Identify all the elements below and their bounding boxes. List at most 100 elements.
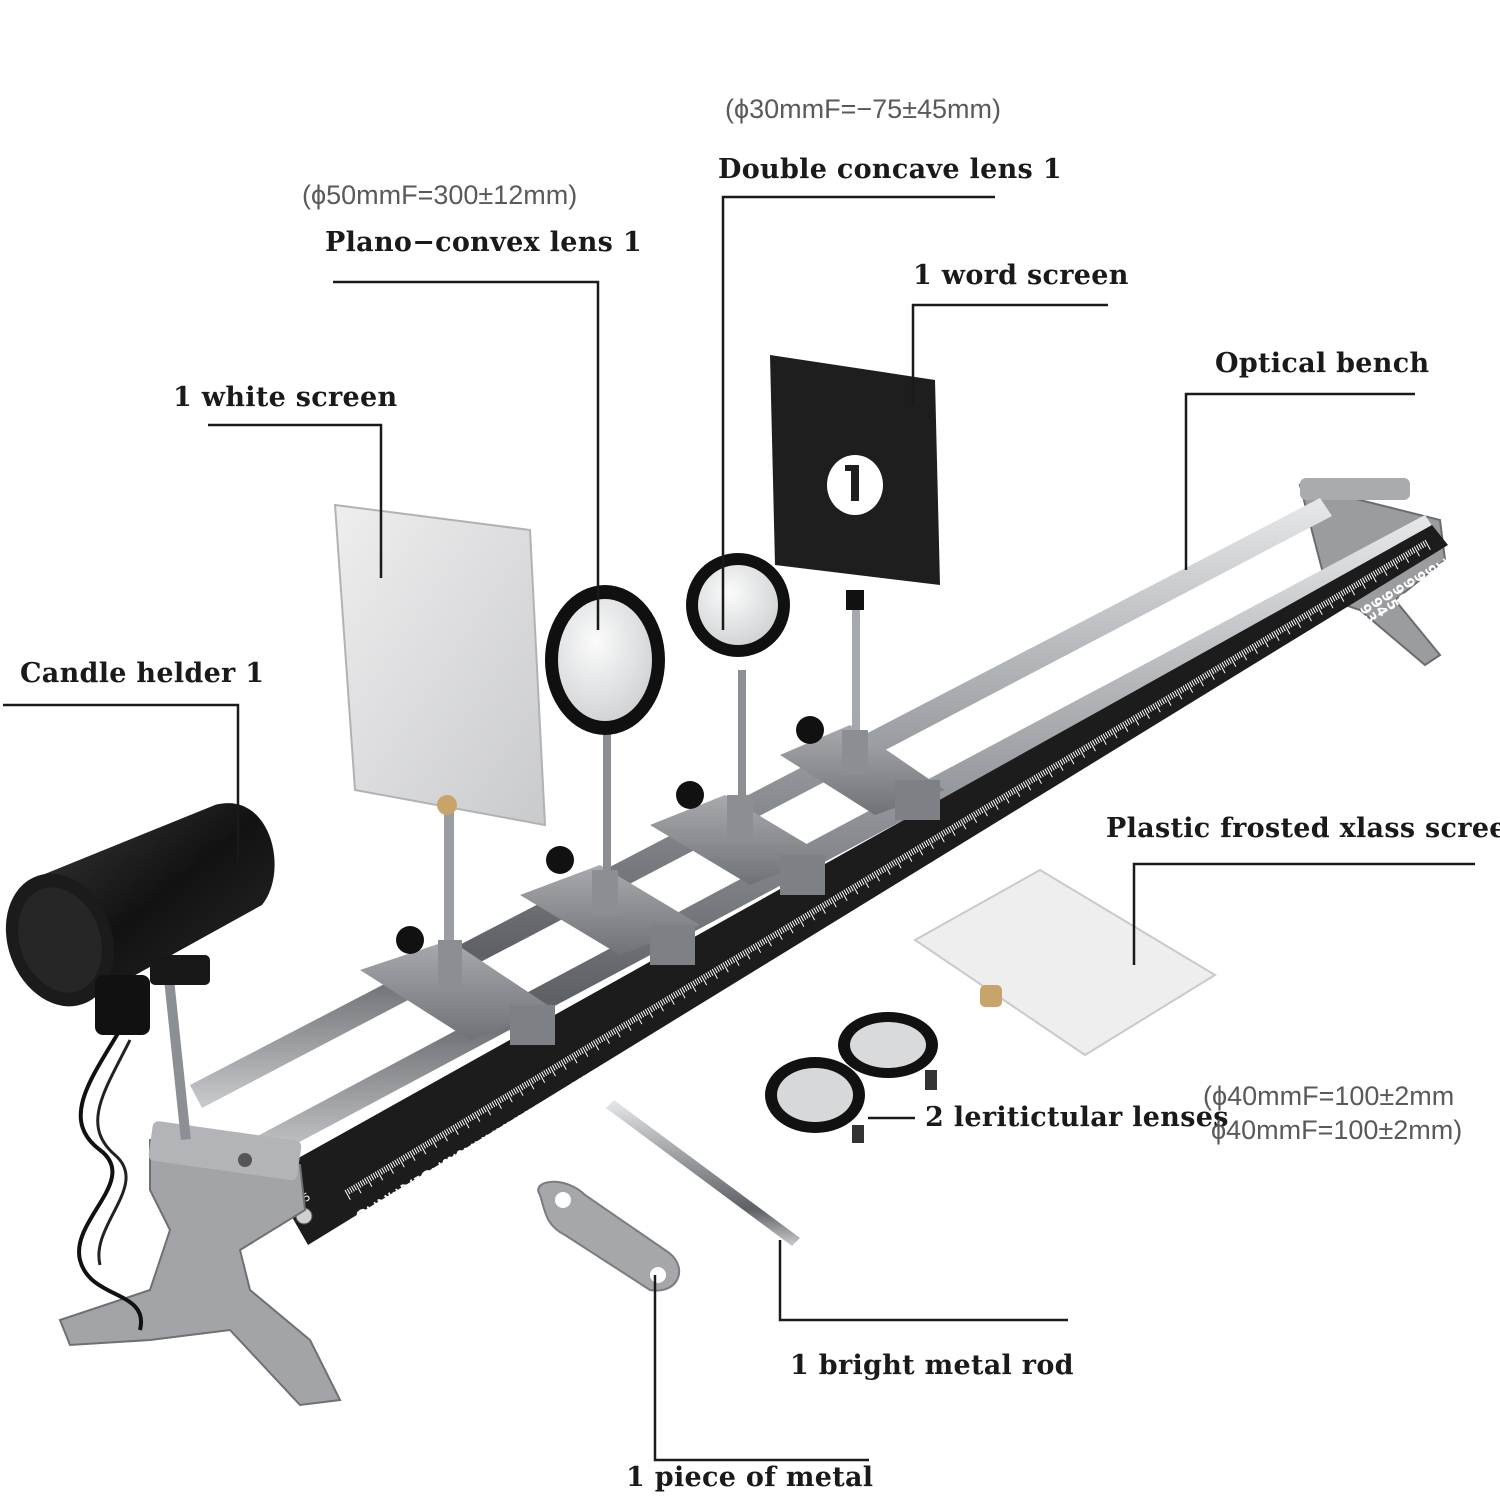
ruler-tick: [636, 1014, 643, 1025]
ruler-tick: [750, 945, 755, 952]
ruler-tick: [463, 1118, 470, 1129]
concave-lens-spec: (ϕ30mmF=−75±45mm): [725, 94, 1002, 124]
ruler-tick: [731, 957, 735, 963]
ruler-tick: [735, 954, 740, 961]
ruler-tick: [372, 1172, 377, 1179]
ruler-tick: [1070, 752, 1075, 759]
ruler-tick: [396, 1158, 401, 1165]
candle-holder-label: Candle helder 1: [20, 658, 265, 689]
leader-optical-bench: [1184, 392, 1415, 570]
ruler-tick: [722, 962, 729, 973]
ruler-tick: [759, 940, 764, 946]
ruler-tick: [1130, 716, 1135, 723]
ruler-tick: [694, 979, 699, 985]
ruler-tick: [668, 994, 675, 1005]
ruler-tick: [1066, 755, 1070, 762]
ruler-tick: [1262, 637, 1269, 648]
ruler-tick: [469, 1114, 474, 1121]
ruler-tick: [1379, 567, 1383, 573]
ruler-tick: [1323, 600, 1327, 607]
ruler-tick: [942, 829, 947, 836]
ruler-tick: [720, 963, 725, 970]
ruler-tick: [1031, 776, 1036, 783]
ruler-tick: [1128, 717, 1133, 724]
ruler-tick: [582, 1046, 589, 1057]
ruler-tick: [1383, 564, 1388, 571]
ruler-tick: [398, 1157, 405, 1168]
ruler-tick: [746, 947, 751, 954]
ruler-tick: [1258, 639, 1262, 646]
ruler-tick: [1346, 586, 1351, 593]
ruler-tick: [1305, 611, 1312, 622]
ruler-tick: [556, 1062, 560, 1069]
ruler-tick: [1081, 746, 1085, 753]
ruler-tick: [815, 906, 820, 913]
ruler-tick: [456, 1122, 461, 1128]
ruler-tick: [454, 1123, 459, 1130]
ruler-tick: [1027, 778, 1031, 785]
ruler-tick: [1264, 635, 1269, 642]
ruler-tick: [1165, 695, 1172, 706]
ruler-tick: [1035, 773, 1042, 784]
ruler-tick: [1372, 570, 1377, 577]
ruler-tick: [804, 912, 809, 919]
ruler-tick: [670, 993, 675, 1000]
ruler-tick: [1297, 616, 1301, 623]
ruler-tick: [618, 1024, 623, 1031]
ruler-tick: [1197, 676, 1204, 687]
ruler-tick: [940, 830, 945, 837]
ruler-tick: [1292, 619, 1297, 625]
ruler-tick: [796, 918, 800, 924]
ruler-tick: [1422, 541, 1427, 547]
ruler-tick: [495, 1098, 502, 1109]
ruler-tick: [1005, 791, 1010, 798]
ruler-tick: [370, 1174, 375, 1180]
ruler-tick: [1340, 590, 1345, 597]
ruler-tick: [366, 1176, 373, 1187]
ruler-tick: [1331, 595, 1336, 602]
ruler-tick: [729, 958, 733, 965]
ruler-tick: [1411, 547, 1416, 554]
leader-lines: [3, 195, 1475, 1462]
ruler-tick: [1107, 730, 1111, 737]
ruler-tick: [515, 1087, 519, 1093]
ruler-tick: [1256, 641, 1260, 647]
ruler-tick: [543, 1070, 548, 1076]
plano-convex-lens: [545, 585, 665, 735]
ruler-tick: [536, 1074, 541, 1080]
ruler-tick: [1240, 650, 1248, 661]
ruler-tick: [1243, 648, 1247, 655]
left-stand: [58, 1121, 342, 1407]
ruler-tick: [1336, 593, 1340, 599]
ruler-tick: [908, 850, 913, 857]
ruler-tick: [1143, 708, 1150, 719]
ruler-tick: [1420, 542, 1424, 549]
ruler-tick: [1117, 724, 1122, 731]
ruler-tick: [882, 866, 887, 872]
ruler-tick: [793, 919, 798, 926]
ruler-tick: [1189, 681, 1193, 688]
ruler-tick: [927, 838, 934, 849]
ruler-tick: [389, 1162, 394, 1169]
ruler-tick: [592, 1040, 600, 1051]
ruler-tick: [1396, 556, 1401, 563]
ruler-tick: [947, 827, 951, 833]
ruler-tick: [448, 1127, 452, 1134]
ruler-tick: [1342, 589, 1347, 595]
ruler-tick: [1186, 682, 1194, 693]
ruler-tick: [901, 854, 906, 861]
ruler-tick: [992, 799, 999, 810]
ruler-tick: [1353, 582, 1358, 589]
concave-lens-label: Double concave lens 1: [718, 154, 1062, 185]
ruler-tick: [739, 951, 744, 958]
ruler-tick: [657, 1001, 664, 1012]
ruler-tick: [376, 1170, 384, 1181]
ruler-tick: [906, 851, 913, 862]
ruler-tick: [506, 1092, 513, 1103]
ruler-tick: [569, 1054, 573, 1061]
ruler-tick: [681, 986, 686, 993]
ruler-tick: [590, 1041, 595, 1048]
ruler-tick: [601, 1035, 606, 1041]
ruler-tick: [1040, 771, 1044, 777]
